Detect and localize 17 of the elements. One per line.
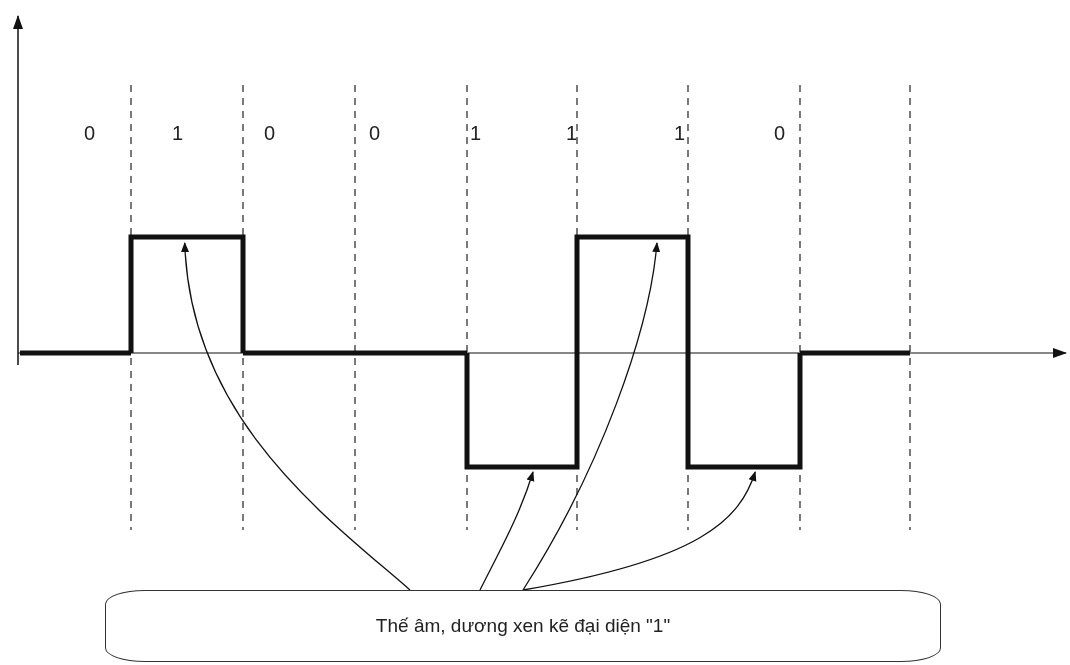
bit-value: 1 xyxy=(470,122,482,144)
bit-value: 0 xyxy=(369,122,381,144)
leader-arrow xyxy=(181,242,411,591)
bit-value: 0 xyxy=(774,122,786,144)
signal-pulse xyxy=(574,234,691,353)
signal-pulse xyxy=(464,353,580,470)
bit-value: 0 xyxy=(264,122,276,144)
bit-value: 1 xyxy=(566,122,578,144)
leader-arrow xyxy=(479,471,535,591)
bit-value: 1 xyxy=(172,122,184,144)
signal-pulse xyxy=(128,234,246,353)
bit-value: 1 xyxy=(674,122,686,144)
leader-arrow xyxy=(522,242,660,591)
callout-box: Thế âm, dương xen kẽ đại diện "1" xyxy=(105,590,941,662)
signal-pulse xyxy=(685,353,803,470)
bit-value: 0 xyxy=(84,122,96,144)
leader-arrow xyxy=(522,471,756,591)
